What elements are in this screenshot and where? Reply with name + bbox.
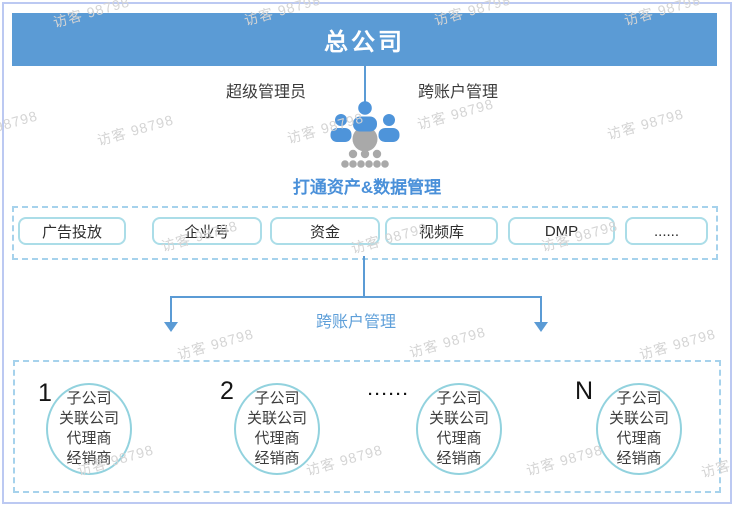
left-arrow-icon — [164, 322, 178, 332]
group-line: 关联公司 — [608, 410, 669, 427]
watermark-text: 访客 98798 — [0, 107, 40, 144]
asset-chip-funds: 资金 — [270, 217, 380, 245]
asset-chip-video-library: 视频库 — [385, 217, 498, 245]
branch-horizontal-line — [171, 296, 542, 298]
group-ellipsis-index: ······ — [368, 386, 410, 403]
watermark-text: 访客 98798 — [605, 105, 686, 143]
group-line: 关联公司 — [58, 410, 119, 427]
group-line: 子公司 — [616, 390, 662, 407]
subsidiary-groups-container — [13, 360, 721, 493]
group-line: 子公司 — [66, 390, 112, 407]
branch-right-arrow-line — [540, 296, 542, 323]
branch-left-arrow-line — [170, 296, 172, 323]
asset-chip-ad-delivery: 广告投放 — [18, 217, 126, 245]
group-line: 经销商 — [254, 450, 300, 467]
group-line: 子公司 — [436, 390, 482, 407]
head-office-title: 总公司 — [324, 29, 405, 56]
asset-data-mgmt-caption: 打通资产&数据管理 — [292, 178, 442, 197]
asset-chip-dmp: DMP — [508, 217, 615, 245]
group-n-circle: 子公司 关联公司 代理商 经销商 — [596, 383, 682, 475]
asset-chip-more: ...... — [625, 217, 708, 245]
cross-account-mgmt-label-top: 跨账户管理 — [417, 84, 498, 101]
group-1-index: 1 — [38, 379, 52, 407]
group-2-index: 2 — [220, 377, 234, 405]
right-arrow-icon — [534, 322, 548, 332]
super-admin-label: 超级管理员 — [225, 84, 306, 101]
head-office-banner: 总公司 — [12, 13, 717, 66]
asset-chip-enterprise: 企业号 — [152, 217, 262, 245]
group-ellipsis-circle: 子公司 关联公司 代理商 经销商 — [416, 383, 502, 475]
header-connector-line — [364, 66, 366, 102]
branch-stem-line — [363, 256, 365, 296]
cross-account-mgmt-label-middle: 跨账户管理 — [315, 314, 396, 331]
group-line: 经销商 — [616, 450, 662, 467]
group-line: 代理商 — [254, 430, 300, 447]
group-line: 关联公司 — [428, 410, 489, 427]
watermark-text: 访客 98798 — [175, 325, 256, 363]
group-line: 代理商 — [436, 430, 482, 447]
group-line: 子公司 — [254, 390, 300, 407]
group-1-circle: 子公司 关联公司 代理商 经销商 — [46, 383, 132, 475]
group-2-circle: 子公司 关联公司 代理商 经销商 — [234, 383, 320, 475]
group-n-index: N — [575, 377, 594, 405]
group-line: 经销商 — [436, 450, 482, 467]
group-line: 关联公司 — [246, 410, 307, 427]
asset-modules-container — [12, 206, 718, 260]
watermark-text: 访客 98798 — [95, 111, 176, 149]
watermark-text: 访客 98798 — [637, 325, 718, 363]
organization-people-icon — [330, 101, 400, 168]
group-line: 经销商 — [66, 450, 112, 467]
group-line: 代理商 — [616, 430, 662, 447]
group-line: 代理商 — [66, 430, 112, 447]
